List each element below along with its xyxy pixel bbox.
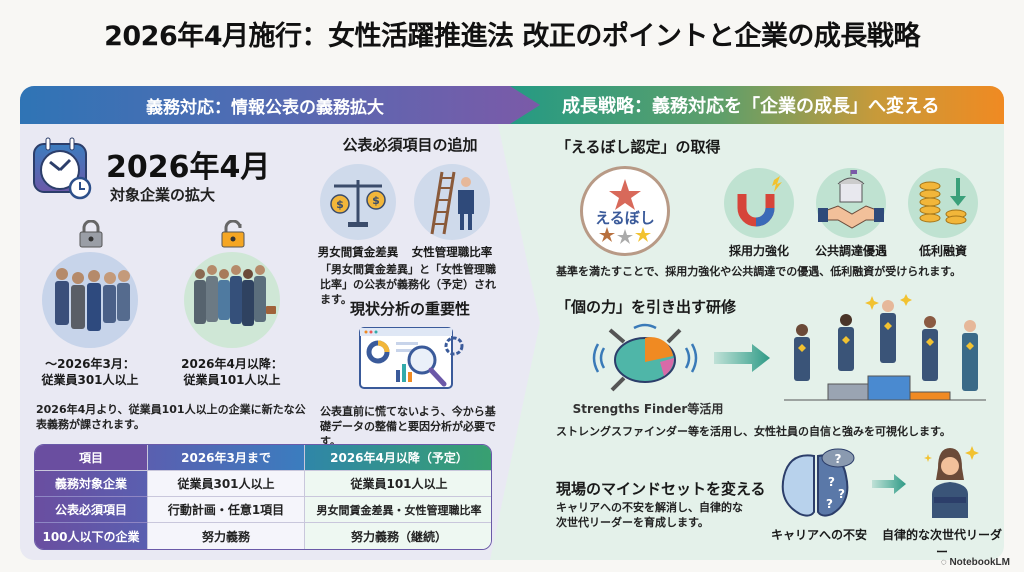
arrow-right-icon	[714, 344, 770, 372]
mindset-note-line2: 次世代リーダーを育成します。	[556, 516, 709, 529]
autonomous-leader-label: 自律的な次世代リーダー	[882, 528, 1003, 559]
scale-coins-icon: $ $	[320, 164, 396, 240]
infographic-board: 成長戦略：義務対応を「企業の成長」へ変える 義務対応：情報公表の義務拡大 202…	[20, 86, 1004, 560]
table-cell: 男女間賃金差異・女性管理職比率	[305, 497, 491, 523]
table-row-label: 100人以下の企業	[35, 523, 148, 549]
before-period: ～2026年3月：	[45, 357, 135, 371]
mindset-heading: 現場のマインドセットを変える	[556, 480, 766, 498]
table-header-item: 項目	[35, 445, 148, 471]
confident-women-podium-illustration	[780, 292, 990, 412]
mindset-note: キャリアへの不安を解消し、自律的な 次世代リーダーを育成します。	[556, 500, 756, 530]
eruboshi-note: 基準を満たすことで、採用力強化や公共調達での優遇、低利融資が受けられます。	[556, 265, 962, 278]
svg-text:$: $	[372, 194, 380, 207]
required-items-heading: 公表必須項目の追加	[342, 136, 478, 154]
svg-text:?: ?	[835, 452, 842, 466]
eruboshi-heading: 「えるぼし認定」の取得	[556, 138, 721, 156]
calendar-clock-icon	[30, 136, 94, 200]
training-note: ストレングスファインダー等を活用し、女性社員の自信と強みを可視化します。	[556, 425, 951, 438]
target-expansion-label: 対象企業の拡大	[110, 186, 216, 204]
obligation-header: 義務対応：情報公表の義務拡大	[20, 86, 540, 124]
table-cell: 従業員301人以上	[148, 471, 305, 497]
lock-open-icon	[220, 219, 246, 248]
team-after-illustration	[184, 252, 280, 348]
benefit-recruiting: 採用力強化	[728, 244, 789, 258]
arrow-right-icon	[872, 474, 906, 494]
confident-leader-icon	[920, 442, 980, 522]
required-items-note: 「男女間賃金差異」と「女性管理職比率」の公表が義務化（予定）されます。	[320, 263, 496, 306]
wage-gap-label: 男女間賃金差異	[317, 245, 399, 259]
table-row-label: 公表必須項目	[35, 497, 148, 523]
analysis-heading: 現状分析の重要性	[349, 300, 470, 318]
eruboshi-badge-label: えるぼし	[595, 209, 655, 227]
notebooklm-brand: NotebookLM	[949, 557, 1010, 568]
comparison-table: 項目 2026年3月まで 2026年4月以降（予定） 義務対象企業 従業員301…	[34, 444, 492, 550]
before-criteria: ～2026年3月： 従業員301人以上	[30, 356, 150, 388]
table-cell: 努力義務	[148, 523, 305, 549]
analysis-note: 公表直前に慌てないよう、今から基礎データの整備と要因分析が必要です。	[320, 405, 496, 448]
before-threshold: 従業員301人以上	[41, 373, 139, 387]
government-handshake-icon	[816, 168, 886, 238]
table-header-before: 2026年3月まで	[148, 445, 305, 471]
career-ladder-icon	[414, 164, 490, 240]
training-heading: 「個の力」を引き出す研修	[556, 298, 737, 316]
after-period: 2026年4月以降：	[181, 357, 283, 371]
svg-text:?: ?	[838, 487, 845, 501]
strengths-finder-label: Strengths Finder等活用	[572, 402, 724, 416]
female-manager-ratio-label: 女性管理職比率	[411, 245, 493, 259]
stars-icon	[599, 179, 651, 244]
expansion-note: 2026年4月より、従業員101人以上の企業に新たな公表義務が課されます。	[36, 403, 306, 431]
notebooklm-watermark: ◌ NotebookLM	[941, 557, 1010, 568]
low-interest-coins-icon	[908, 168, 978, 238]
table-cell: 行動計画・任意1項目	[148, 497, 305, 523]
brain-tools-icon	[590, 318, 700, 398]
after-threshold: 従業員101人以上	[183, 373, 281, 387]
team-before-illustration	[42, 252, 138, 348]
eruboshi-badge: えるぼし	[580, 166, 670, 256]
svg-text:$: $	[336, 198, 344, 211]
page-title: 2026年4月施行：女性活躍推進法 改正のポイントと企業の成長戦略	[104, 21, 920, 52]
table-row-label: 義務対象企業	[35, 471, 148, 497]
effective-date: 2026年4月	[106, 150, 271, 185]
svg-text:?: ?	[826, 497, 833, 511]
benefit-low-interest-loan: 低利融資	[918, 244, 967, 258]
benefit-procurement: 公共調達優遇	[814, 244, 887, 258]
mindset-note-line1: キャリアへの不安を解消し、自律的な	[556, 501, 743, 514]
magnet-icon	[724, 168, 794, 238]
after-criteria: 2026年4月以降： 従業員101人以上	[172, 356, 292, 388]
table-cell: 努力義務（継続）	[305, 523, 491, 549]
career-anxiety-label: キャリアへの不安	[770, 528, 867, 542]
svg-text:?: ?	[828, 475, 835, 489]
notebooklm-logo-icon: ◌	[940, 557, 947, 568]
table-cell: 従業員101人以上	[305, 471, 491, 497]
lock-closed-icon	[78, 219, 104, 248]
anxious-brain-icon: ? ? ? ?	[778, 448, 858, 522]
table-header-after: 2026年4月以降（予定）	[305, 445, 491, 471]
growth-strategy-header: 成長戦略：義務対応を「企業の成長」へ変える	[490, 86, 1004, 124]
data-analysis-icon	[356, 324, 466, 396]
